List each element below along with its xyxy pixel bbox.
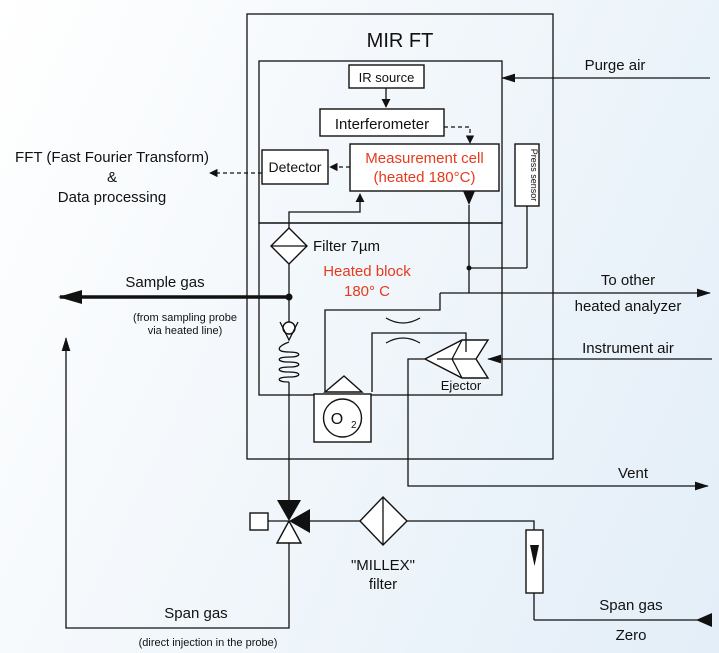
three-way-valve-icon xyxy=(277,500,301,521)
heater-coil-icon xyxy=(278,341,300,383)
restrictor-icon xyxy=(385,317,421,324)
mir-ft-title: MIR FT xyxy=(367,30,434,52)
interferometer-to-cell-arrow xyxy=(444,126,475,144)
o2-label: O xyxy=(331,411,343,428)
o2-subscript: 2 xyxy=(351,420,357,431)
span-gas-left-line xyxy=(61,337,290,629)
vent-label: Vent xyxy=(618,465,649,482)
detector-label: Detector xyxy=(269,159,322,175)
zero-label: Zero xyxy=(616,627,647,644)
ir-source-label: IR source xyxy=(359,70,415,85)
purge-air-label: Purge air xyxy=(585,57,646,74)
heated-block-compartment xyxy=(258,222,503,396)
millex-label-1: "MILLEX" xyxy=(351,557,415,574)
millex-label-2: filter xyxy=(369,576,397,593)
measurement-cell-label-1: Measurement cell xyxy=(365,150,483,167)
interferometer-label: Interferometer xyxy=(335,116,429,133)
to-other-label-2: heated analyzer xyxy=(575,298,682,315)
sample-note-2: via heated line) xyxy=(148,325,223,337)
interferometer-box xyxy=(319,108,445,137)
measurement-cell-label-2: (heated 180°C) xyxy=(374,169,476,186)
span-gas-right-label: Span gas xyxy=(599,597,662,614)
heated-block-label-2: 180° C xyxy=(344,283,390,300)
fft-label-3: Data processing xyxy=(58,189,166,206)
span-gas-left-label: Span gas xyxy=(164,605,227,622)
press-sensor-label: Press sensor xyxy=(529,149,539,202)
sample-gas-label: Sample gas xyxy=(125,274,204,291)
measurement-cell-box xyxy=(349,143,500,192)
fft-label-2: & xyxy=(107,169,117,186)
ejector-label: Ejector xyxy=(441,378,482,393)
cell-outlet-valve-icon xyxy=(463,191,475,205)
press-sensor-box xyxy=(514,143,540,207)
sample-note-1: (from sampling probe xyxy=(133,312,237,324)
detector-box xyxy=(261,149,329,185)
filter-7um-label: Filter 7µm xyxy=(313,238,380,255)
fft-label-1: FFT (Fast Fourier Transform) xyxy=(15,149,209,166)
filter-to-cell-line xyxy=(288,193,365,228)
span-note: (direct injection in the probe) xyxy=(139,637,278,649)
vent-line xyxy=(407,358,709,491)
heated-block-label-1: Heated block xyxy=(323,263,411,280)
to-other-label-1: To other xyxy=(601,272,655,289)
valve-actuator-box xyxy=(249,512,269,531)
mir-ft-enclosure xyxy=(246,13,554,460)
instrument-air-label: Instrument air xyxy=(582,340,674,357)
